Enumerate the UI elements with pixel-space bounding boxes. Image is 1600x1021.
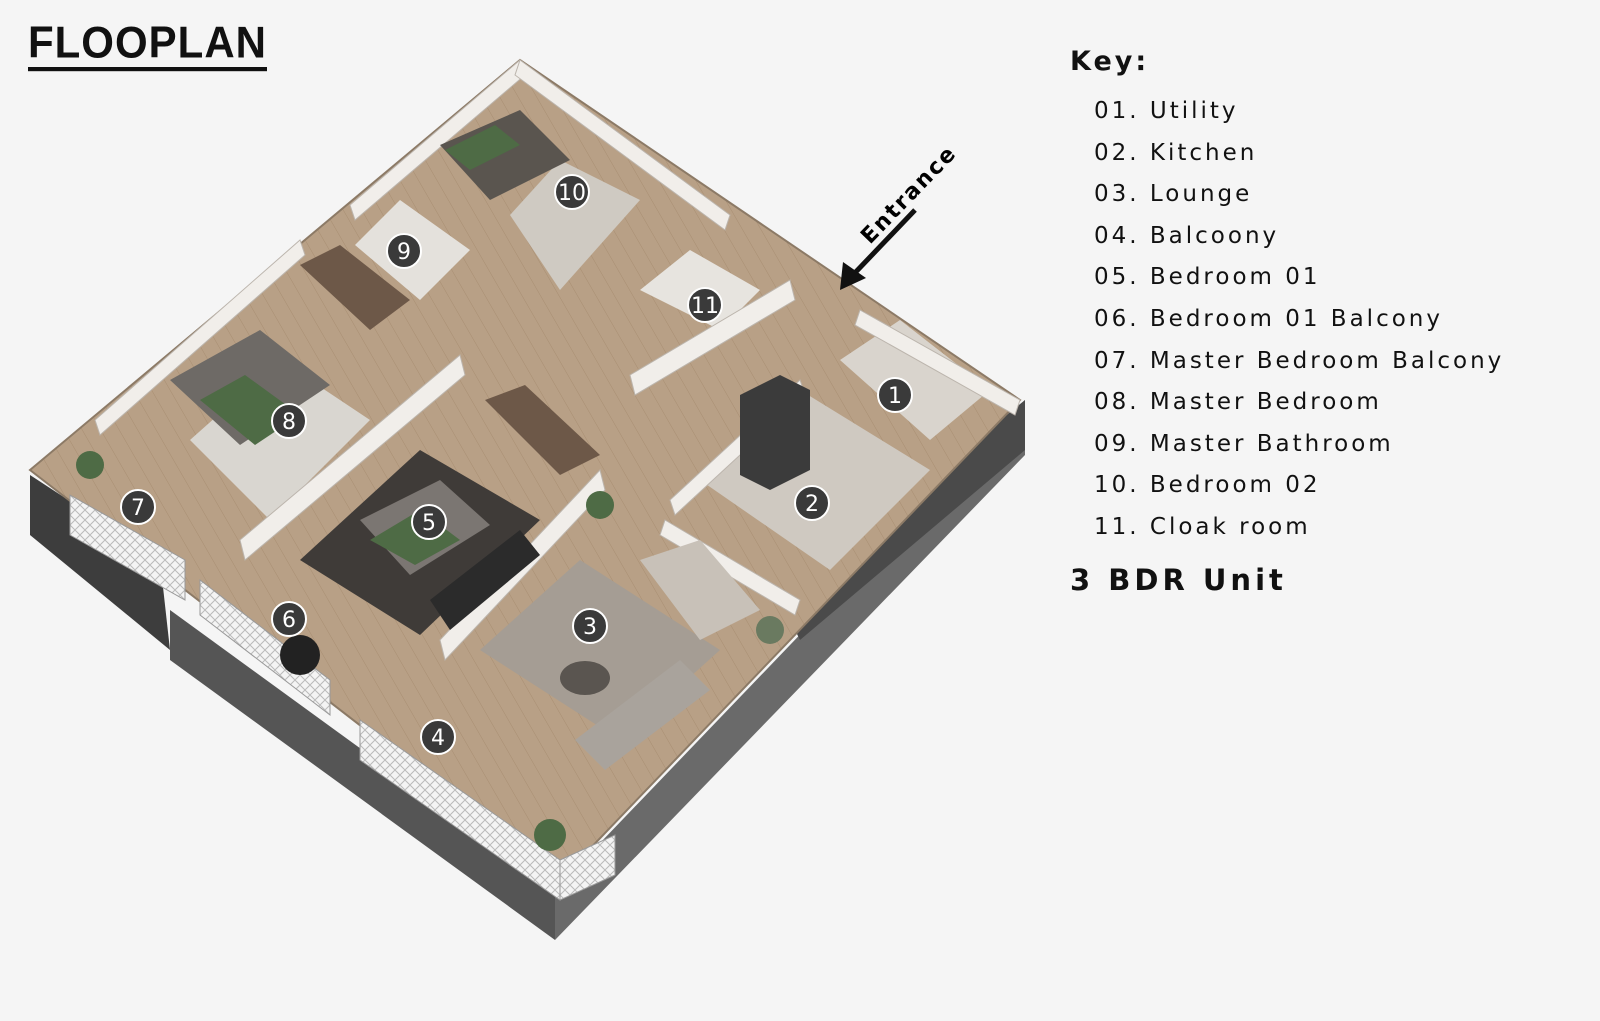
legend-item: 03. Lounge <box>1094 181 1253 208</box>
balcony-side-table <box>280 635 320 675</box>
legend-item: 04. Balcoony <box>1094 222 1280 249</box>
legend-item: 11. Cloak room <box>1094 513 1311 540</box>
svg-text:7: 7 <box>131 496 145 521</box>
svg-text:1: 1 <box>888 384 902 409</box>
page-title: FLOOPLAN <box>28 20 267 72</box>
bedroom-01-wardrobe <box>485 385 600 475</box>
plant <box>534 819 566 851</box>
room-marker-5: 5 <box>411 504 447 540</box>
master-wardrobe <box>300 245 410 330</box>
legend-item: 09. Master Bathroom <box>1094 430 1394 457</box>
dining-table <box>640 540 760 640</box>
room-marker-2: 2 <box>794 485 830 521</box>
plant <box>586 491 614 519</box>
bedroom-02-rug <box>510 160 640 290</box>
legend-item: 07. Master Bedroom Balcony <box>1094 347 1505 374</box>
svg-text:3: 3 <box>583 615 597 640</box>
room-markers: 1 2 3 4 5 6 7 8 9 10 11 <box>120 174 913 755</box>
legend-item: 06. Bedroom 01 Balcony <box>1094 305 1443 332</box>
legend-item: 08. Master Bedroom <box>1094 389 1382 416</box>
legend-list: 01. Utility 02. Kitchen 03. Lounge 04. B… <box>1070 91 1590 549</box>
entrance-label: Entrance <box>856 141 962 249</box>
room-marker-9: 9 <box>386 233 422 269</box>
svg-text:2: 2 <box>805 492 819 517</box>
coffee-table <box>560 661 610 695</box>
svg-text:6: 6 <box>282 608 296 633</box>
plant <box>756 616 784 644</box>
plant <box>76 451 104 479</box>
room-marker-7: 7 <box>120 489 156 525</box>
room-marker-1: 1 <box>877 377 913 413</box>
legend-item: 02. Kitchen <box>1094 139 1258 166</box>
utility-floor <box>840 320 990 440</box>
room-marker-4: 4 <box>420 719 456 755</box>
room-marker-6: 6 <box>271 601 307 637</box>
room-marker-10: 10 <box>554 174 590 210</box>
room-marker-11: 11 <box>687 287 723 323</box>
entrance-marker: Entrance <box>840 141 962 290</box>
legend-item: 10. Bedroom 02 <box>1094 472 1321 499</box>
room-marker-3: 3 <box>572 608 608 644</box>
room-marker-8: 8 <box>271 403 307 439</box>
svg-text:8: 8 <box>282 410 296 435</box>
floor-plan-illustration: Entrance 1 2 3 4 5 6 7 8 9 10 11 <box>28 58 1025 940</box>
tv-unit <box>430 530 540 630</box>
arrow-icon <box>840 262 866 290</box>
legend-heading: Key: <box>1070 46 1150 77</box>
legend: Key: 01. Utility 02. Kitchen 03. Lounge … <box>1070 46 1590 597</box>
bedroom-02-bed <box>440 110 570 200</box>
svg-text:9: 9 <box>397 240 411 265</box>
svg-text:4: 4 <box>431 726 445 751</box>
svg-text:5: 5 <box>422 511 436 536</box>
unit-label: 3 BDR Unit <box>1070 562 1287 597</box>
svg-text:10: 10 <box>558 181 586 206</box>
legend-item: 05. Bedroom 01 <box>1094 264 1321 291</box>
legend-item: 01. Utility <box>1094 98 1239 124</box>
refrigerator <box>740 375 810 490</box>
svg-text:11: 11 <box>691 294 719 319</box>
sofa <box>575 660 710 770</box>
